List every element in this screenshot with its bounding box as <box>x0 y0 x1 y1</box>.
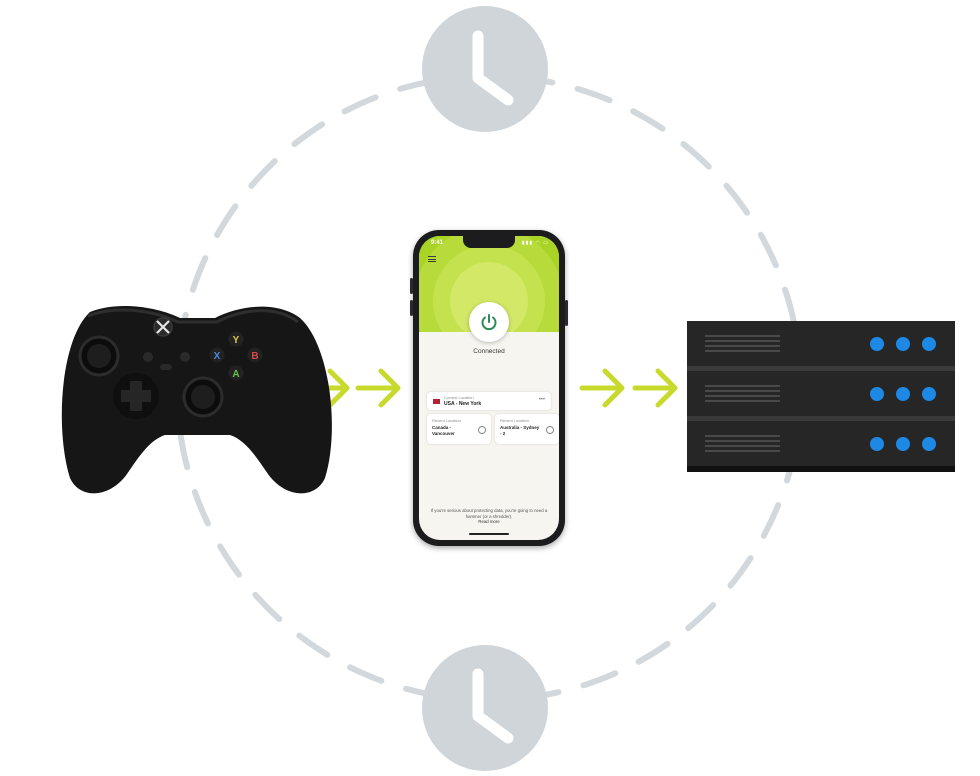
svg-text:B: B <box>251 351 258 362</box>
arrow-icon <box>632 368 678 408</box>
svg-text:A: A <box>232 369 239 380</box>
clock-icon <box>478 426 486 434</box>
clock-icon <box>546 426 554 434</box>
arrow-icon <box>579 368 625 408</box>
recent-location-label: Recent Location <box>432 418 461 423</box>
power-button[interactable] <box>469 302 509 342</box>
promo-text: If you're serious about protecting data,… <box>430 508 548 519</box>
arrow-icon <box>355 368 401 408</box>
current-location-label: Current Location <box>444 395 474 400</box>
svg-text:X: X <box>214 351 221 362</box>
phone-screen: 9:41 ▮▮▮ ◠ ▭ Connected Current Location … <box>419 236 559 540</box>
recent-location-value: Canada - Vancouver <box>432 425 455 436</box>
home-indicator <box>469 533 509 535</box>
status-time: 9:41 <box>431 240 444 246</box>
promo-footer: If you're serious about protecting data,… <box>423 508 555 525</box>
recent-location-label: Recent Location <box>500 418 529 423</box>
read-more-link[interactable]: Read more <box>478 519 500 524</box>
phone-notch <box>463 236 515 248</box>
usa-flag-icon <box>433 399 440 404</box>
connection-status: Connected <box>473 348 505 355</box>
smartphone: 9:41 ▮▮▮ ◠ ▭ Connected Current Location … <box>410 230 568 546</box>
game-controller-icon: Y X B A <box>61 305 332 494</box>
arrows-right <box>579 368 678 408</box>
status-icons: ▮▮▮ ◠ ▭ <box>521 240 549 246</box>
server-rack-icon <box>687 321 955 472</box>
more-options-icon[interactable]: ••• <box>538 397 545 403</box>
volume-button <box>410 278 413 294</box>
bottom-clock-icon <box>422 645 548 771</box>
top-clock-icon <box>422 6 548 132</box>
recent-location-card[interactable]: Recent Location Canada - Vancouver <box>427 414 491 444</box>
power-side-button <box>565 300 568 326</box>
current-location-card[interactable]: Current Location USA - New York ••• <box>427 392 551 410</box>
volume-button <box>410 300 413 316</box>
svg-text:Y: Y <box>233 335 240 346</box>
menu-icon[interactable] <box>428 256 436 262</box>
current-location-value: USA - New York <box>444 401 482 407</box>
recent-location-card[interactable]: Recent Location Australia - Sydney - 2 <box>495 414 559 444</box>
power-icon <box>481 314 497 331</box>
recent-location-value: Australia - Sydney - 2 <box>500 425 540 436</box>
